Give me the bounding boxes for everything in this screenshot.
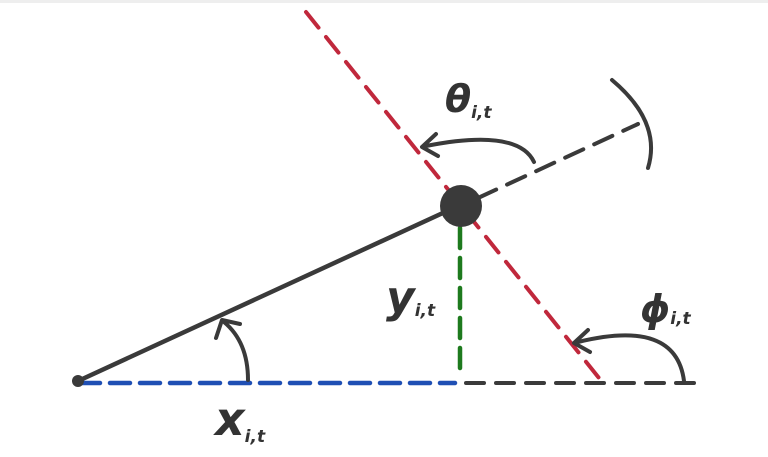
radius-vector <box>75 203 461 384</box>
polar-angle-arc <box>222 320 250 382</box>
direction-end-arc <box>610 78 653 170</box>
phi-arc <box>576 333 686 383</box>
agent-point <box>440 185 482 227</box>
theta-arc <box>424 137 536 164</box>
theta-arrowhead <box>420 132 440 158</box>
phi-label: ϕi,t <box>640 287 692 331</box>
phi-arrowhead <box>572 328 592 354</box>
x-label: xi,t <box>213 392 266 447</box>
polar-angle-arrowhead <box>214 318 242 340</box>
body-direction-line <box>476 122 640 200</box>
y-label: yi,t <box>386 272 436 323</box>
origin-point <box>72 375 84 387</box>
theta-label: θi,t <box>445 77 492 123</box>
top-border <box>0 0 768 3</box>
